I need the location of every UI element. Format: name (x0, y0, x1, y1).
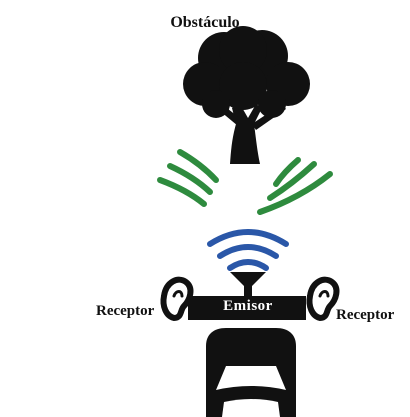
ear-icon (306, 276, 340, 321)
car-hood (222, 399, 280, 417)
wave-arc (273, 157, 301, 187)
wave-arc (227, 259, 269, 271)
wave-arc (207, 229, 289, 247)
emitter-bar (188, 296, 306, 320)
ear-inner (318, 290, 330, 298)
tree-trunk (230, 104, 262, 164)
horn-emitter-icon (230, 272, 266, 298)
reflected-wave-left (157, 149, 219, 207)
wave-arc (217, 244, 279, 259)
tree-canopy (258, 90, 286, 118)
wave-arc (257, 171, 333, 215)
car-front-icon (206, 328, 296, 417)
obstacle-label: Obstáculo (170, 14, 240, 31)
horn-bell (230, 272, 266, 286)
horn-stem (244, 286, 252, 298)
tree-icon (183, 26, 310, 164)
receiver-right-label: Receptor (336, 307, 395, 323)
receiver-left-label: Receptor (96, 303, 155, 319)
ear-icon (160, 276, 194, 321)
wave-arc (267, 161, 317, 201)
tree-canopy (219, 62, 267, 110)
emitted-wave (207, 229, 289, 271)
wave-arc (167, 163, 213, 195)
wave-arc (177, 149, 219, 183)
ear-outline (160, 276, 194, 321)
tree-canopy (202, 90, 230, 118)
ear-inner (172, 290, 184, 298)
reflected-wave-right (257, 157, 333, 215)
wave-arc (157, 177, 207, 207)
tree-canopy (219, 26, 267, 74)
emitter-label: Emisor (223, 298, 273, 314)
car-windshield (216, 366, 286, 390)
ear-outline (306, 276, 340, 321)
